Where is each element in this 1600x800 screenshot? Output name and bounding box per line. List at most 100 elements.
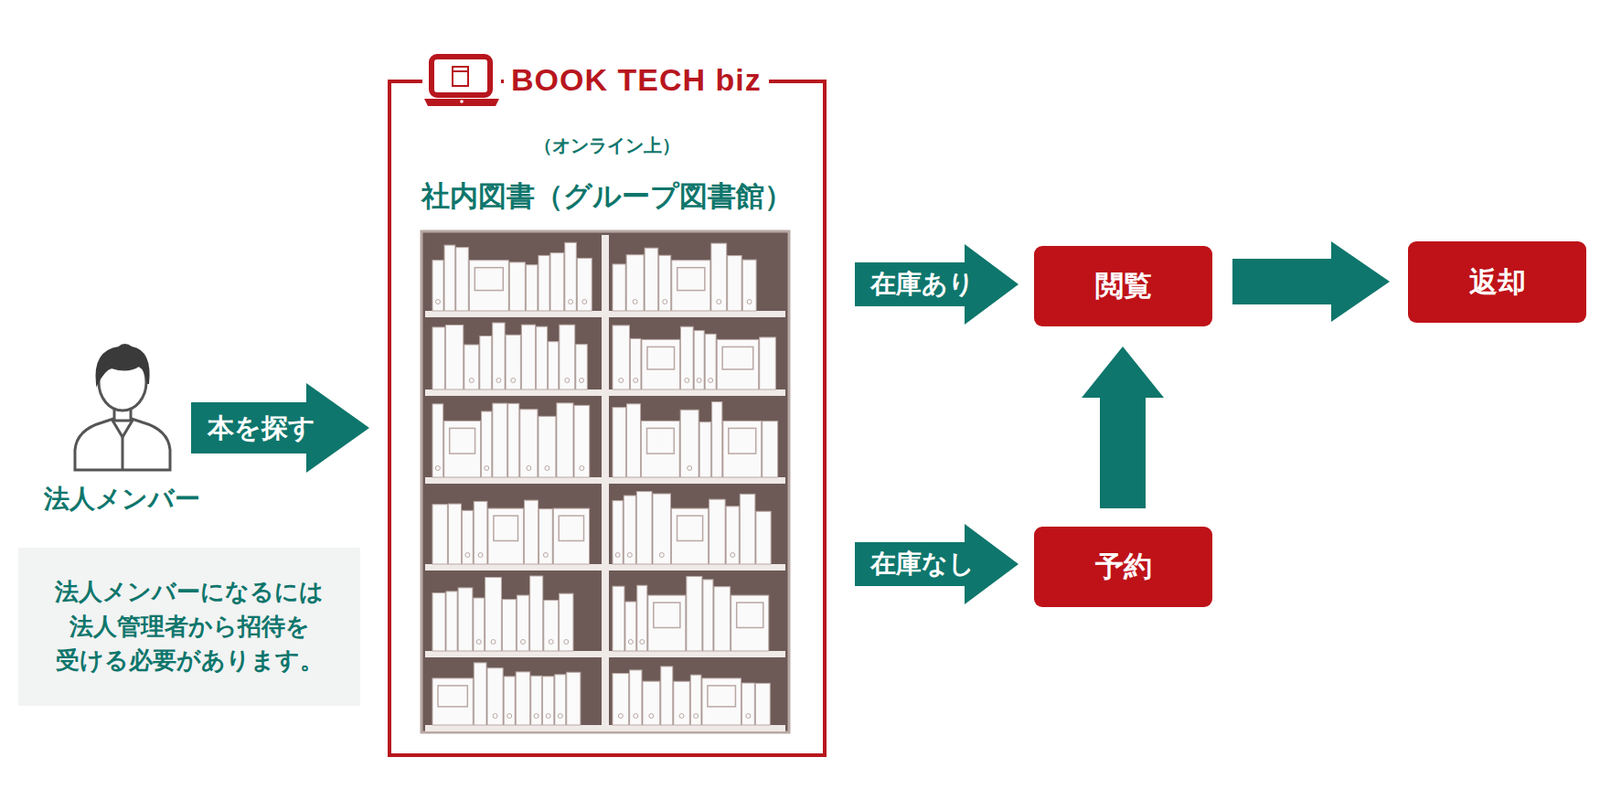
book bbox=[444, 420, 481, 478]
binder-ring bbox=[484, 466, 490, 471]
block-arrow bbox=[854, 523, 1019, 605]
book-cover-frame bbox=[728, 427, 757, 454]
book bbox=[566, 672, 581, 726]
book bbox=[448, 503, 461, 565]
laptop-page-line bbox=[452, 70, 469, 73]
binder-ring bbox=[545, 714, 551, 719]
laptop-icon bbox=[422, 53, 502, 110]
binder-ring bbox=[649, 714, 654, 719]
binder-ring bbox=[708, 378, 714, 384]
book bbox=[636, 491, 652, 565]
book bbox=[539, 509, 554, 565]
book bbox=[686, 576, 703, 651]
binder-ring bbox=[579, 466, 585, 471]
book bbox=[627, 404, 641, 478]
laptop-base bbox=[424, 98, 500, 107]
book-cover-frame bbox=[677, 267, 705, 291]
book bbox=[629, 670, 642, 726]
book bbox=[559, 324, 576, 390]
arrow-label: 本を探す bbox=[207, 415, 316, 442]
book bbox=[538, 255, 550, 311]
book bbox=[629, 338, 640, 390]
binder-ring bbox=[543, 553, 548, 558]
book-cover-frame bbox=[653, 602, 681, 628]
book-cover-frame bbox=[449, 427, 476, 454]
book bbox=[574, 405, 590, 478]
book bbox=[432, 327, 445, 390]
binder-ring bbox=[476, 640, 481, 645]
binder-ring bbox=[687, 466, 693, 471]
binder-ring bbox=[492, 714, 498, 719]
book bbox=[553, 508, 589, 565]
person-hair bbox=[96, 344, 150, 384]
binder-ring bbox=[469, 378, 474, 384]
book-cover-frame bbox=[722, 346, 754, 370]
book bbox=[525, 265, 538, 311]
book bbox=[492, 322, 505, 390]
book bbox=[505, 334, 521, 390]
book bbox=[626, 255, 644, 311]
book bbox=[625, 601, 637, 651]
book bbox=[565, 242, 577, 311]
book bbox=[576, 344, 588, 390]
book bbox=[509, 262, 525, 311]
binder-ring bbox=[684, 378, 690, 384]
binder-ring bbox=[659, 553, 664, 558]
book bbox=[543, 676, 555, 726]
laptop-screen bbox=[431, 56, 491, 96]
book bbox=[458, 587, 473, 651]
book bbox=[644, 247, 659, 311]
binder-ring bbox=[633, 378, 639, 384]
book bbox=[485, 577, 502, 651]
book bbox=[464, 344, 480, 390]
book-cover-frame bbox=[558, 515, 584, 541]
node-text: 返却 bbox=[1469, 263, 1526, 302]
binder-ring bbox=[557, 714, 563, 719]
book bbox=[723, 420, 762, 478]
book bbox=[672, 508, 709, 565]
binder-ring bbox=[507, 714, 512, 719]
block-arrow bbox=[1232, 241, 1390, 322]
book bbox=[612, 325, 630, 390]
book bbox=[759, 337, 777, 390]
binder-ring bbox=[696, 378, 702, 384]
book bbox=[702, 678, 742, 726]
book bbox=[516, 595, 529, 651]
binder-ring bbox=[526, 466, 532, 471]
book bbox=[550, 253, 565, 311]
book bbox=[739, 493, 756, 565]
book bbox=[473, 597, 485, 651]
book bbox=[444, 245, 456, 311]
process-box: 閲覧 bbox=[1034, 245, 1213, 327]
book bbox=[612, 586, 625, 651]
book bbox=[469, 260, 509, 311]
person-icon bbox=[74, 344, 171, 470]
book-cover-frame bbox=[736, 602, 764, 628]
book bbox=[741, 682, 755, 726]
book bbox=[548, 341, 559, 390]
book bbox=[554, 674, 566, 726]
binder-ring bbox=[579, 378, 585, 384]
book bbox=[714, 586, 731, 651]
binder-ring bbox=[521, 640, 526, 645]
book bbox=[727, 256, 742, 311]
book-cover-frame bbox=[647, 346, 675, 370]
book bbox=[672, 260, 711, 311]
book bbox=[704, 333, 716, 390]
book bbox=[461, 510, 473, 565]
book bbox=[487, 668, 503, 726]
book bbox=[725, 506, 739, 565]
binder-ring bbox=[615, 553, 620, 558]
book bbox=[559, 593, 574, 651]
book bbox=[501, 599, 516, 651]
book bbox=[690, 674, 702, 726]
binder-ring bbox=[633, 714, 639, 719]
binder-ring bbox=[436, 299, 441, 305]
binder-ring bbox=[511, 378, 516, 384]
book bbox=[481, 411, 492, 478]
binder-ring bbox=[618, 714, 623, 719]
book bbox=[432, 260, 444, 311]
process-box: 返却 bbox=[1408, 241, 1587, 323]
node-subtext: 社内図書（グループ図書館） bbox=[391, 178, 823, 214]
